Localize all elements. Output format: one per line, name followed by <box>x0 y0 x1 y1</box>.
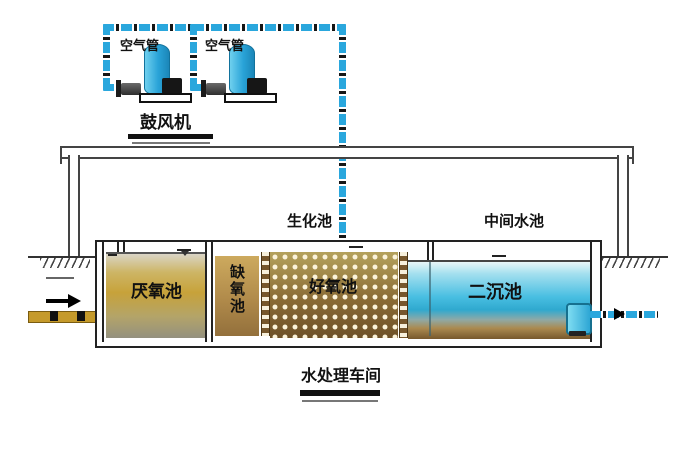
water-table-line <box>46 277 74 279</box>
inlet-pipe-flange-icon <box>50 311 58 321</box>
anoxic-tank-label: 缺氧池 <box>228 264 246 315</box>
workshop-label-underline <box>300 390 380 396</box>
right-column <box>617 155 629 257</box>
blower-motor-icon <box>247 78 267 94</box>
blower-base-plate <box>224 93 277 103</box>
left-column <box>68 155 80 257</box>
blower-label-underline <box>128 134 213 139</box>
water-level-mark <box>349 246 363 248</box>
secondary-tank-label: 二沉池 <box>468 282 522 303</box>
water-level-triangle-icon <box>181 251 189 256</box>
blower-unit-1 <box>116 44 192 103</box>
perforated-baffle <box>399 252 408 338</box>
workshop-label-underline-2 <box>302 400 378 402</box>
roof-beam-left-cap <box>60 146 62 164</box>
blower-label-underline-2 <box>132 142 210 144</box>
ground-line-left <box>28 256 96 258</box>
pump-icon <box>206 83 226 95</box>
submerged-pump-icon <box>566 303 592 335</box>
air-pipe-main-drop <box>339 24 346 263</box>
aerobic-pool-fill <box>270 252 398 338</box>
ground-hatch-left-icon <box>40 258 90 268</box>
baffle-top-line <box>432 242 434 260</box>
pump-flange-icon <box>116 80 121 97</box>
inflow-arrowhead-icon <box>68 294 81 308</box>
tank-right-inner-wall <box>590 242 592 342</box>
inflow-arrow-icon <box>46 299 69 303</box>
blower-base-plate <box>139 93 192 103</box>
settling-baffle <box>429 262 431 336</box>
water-level-mark <box>177 249 191 251</box>
ground-line-right <box>596 256 668 258</box>
air-pipe-top-horizontal <box>103 24 346 31</box>
biochemical-tank-label: 生化池 <box>287 212 333 230</box>
water-level-tick <box>108 254 117 256</box>
blower-label: 鼓风机 <box>140 113 191 133</box>
air-pipe-label-1: 空气管 <box>120 39 160 54</box>
inlet-weir-line <box>117 242 119 253</box>
blower-unit-2 <box>201 44 277 103</box>
anaerobic-pool-fill <box>106 252 205 338</box>
workshop-label: 水处理车间 <box>301 366 382 385</box>
inlet-weir-line <box>123 242 125 253</box>
outflow-arrowhead-icon <box>614 308 625 320</box>
baffle-top-line <box>427 242 429 260</box>
perforated-baffle <box>261 252 270 336</box>
blower-motor-icon <box>162 78 182 94</box>
anaerobic-tank-label: 厌氧池 <box>131 282 182 302</box>
intermediate-tank-label: 中间水池 <box>484 212 545 230</box>
air-pipe-mid-drop <box>190 24 197 90</box>
submerged-pump-base <box>569 331 586 336</box>
air-pipe-left-drop <box>103 24 110 90</box>
roof-beam <box>60 146 634 159</box>
ground-hatch-right-icon <box>602 258 660 268</box>
air-pipe-label-2: 空气管 <box>205 39 245 54</box>
divider-wall-line <box>205 242 207 342</box>
roof-beam-right-cap <box>632 146 634 164</box>
secondary-pool-fill <box>408 260 590 339</box>
tank-left-inner-wall <box>102 242 104 342</box>
water-level-mark <box>492 255 506 257</box>
pump-icon <box>121 83 141 95</box>
anoxic-pool-fill <box>215 256 259 336</box>
pump-flange-icon <box>201 80 206 97</box>
inlet-pipe-flange-icon <box>77 311 85 321</box>
divider-wall-line <box>211 242 213 342</box>
aerobic-tank-label: 好氧池 <box>309 277 358 296</box>
